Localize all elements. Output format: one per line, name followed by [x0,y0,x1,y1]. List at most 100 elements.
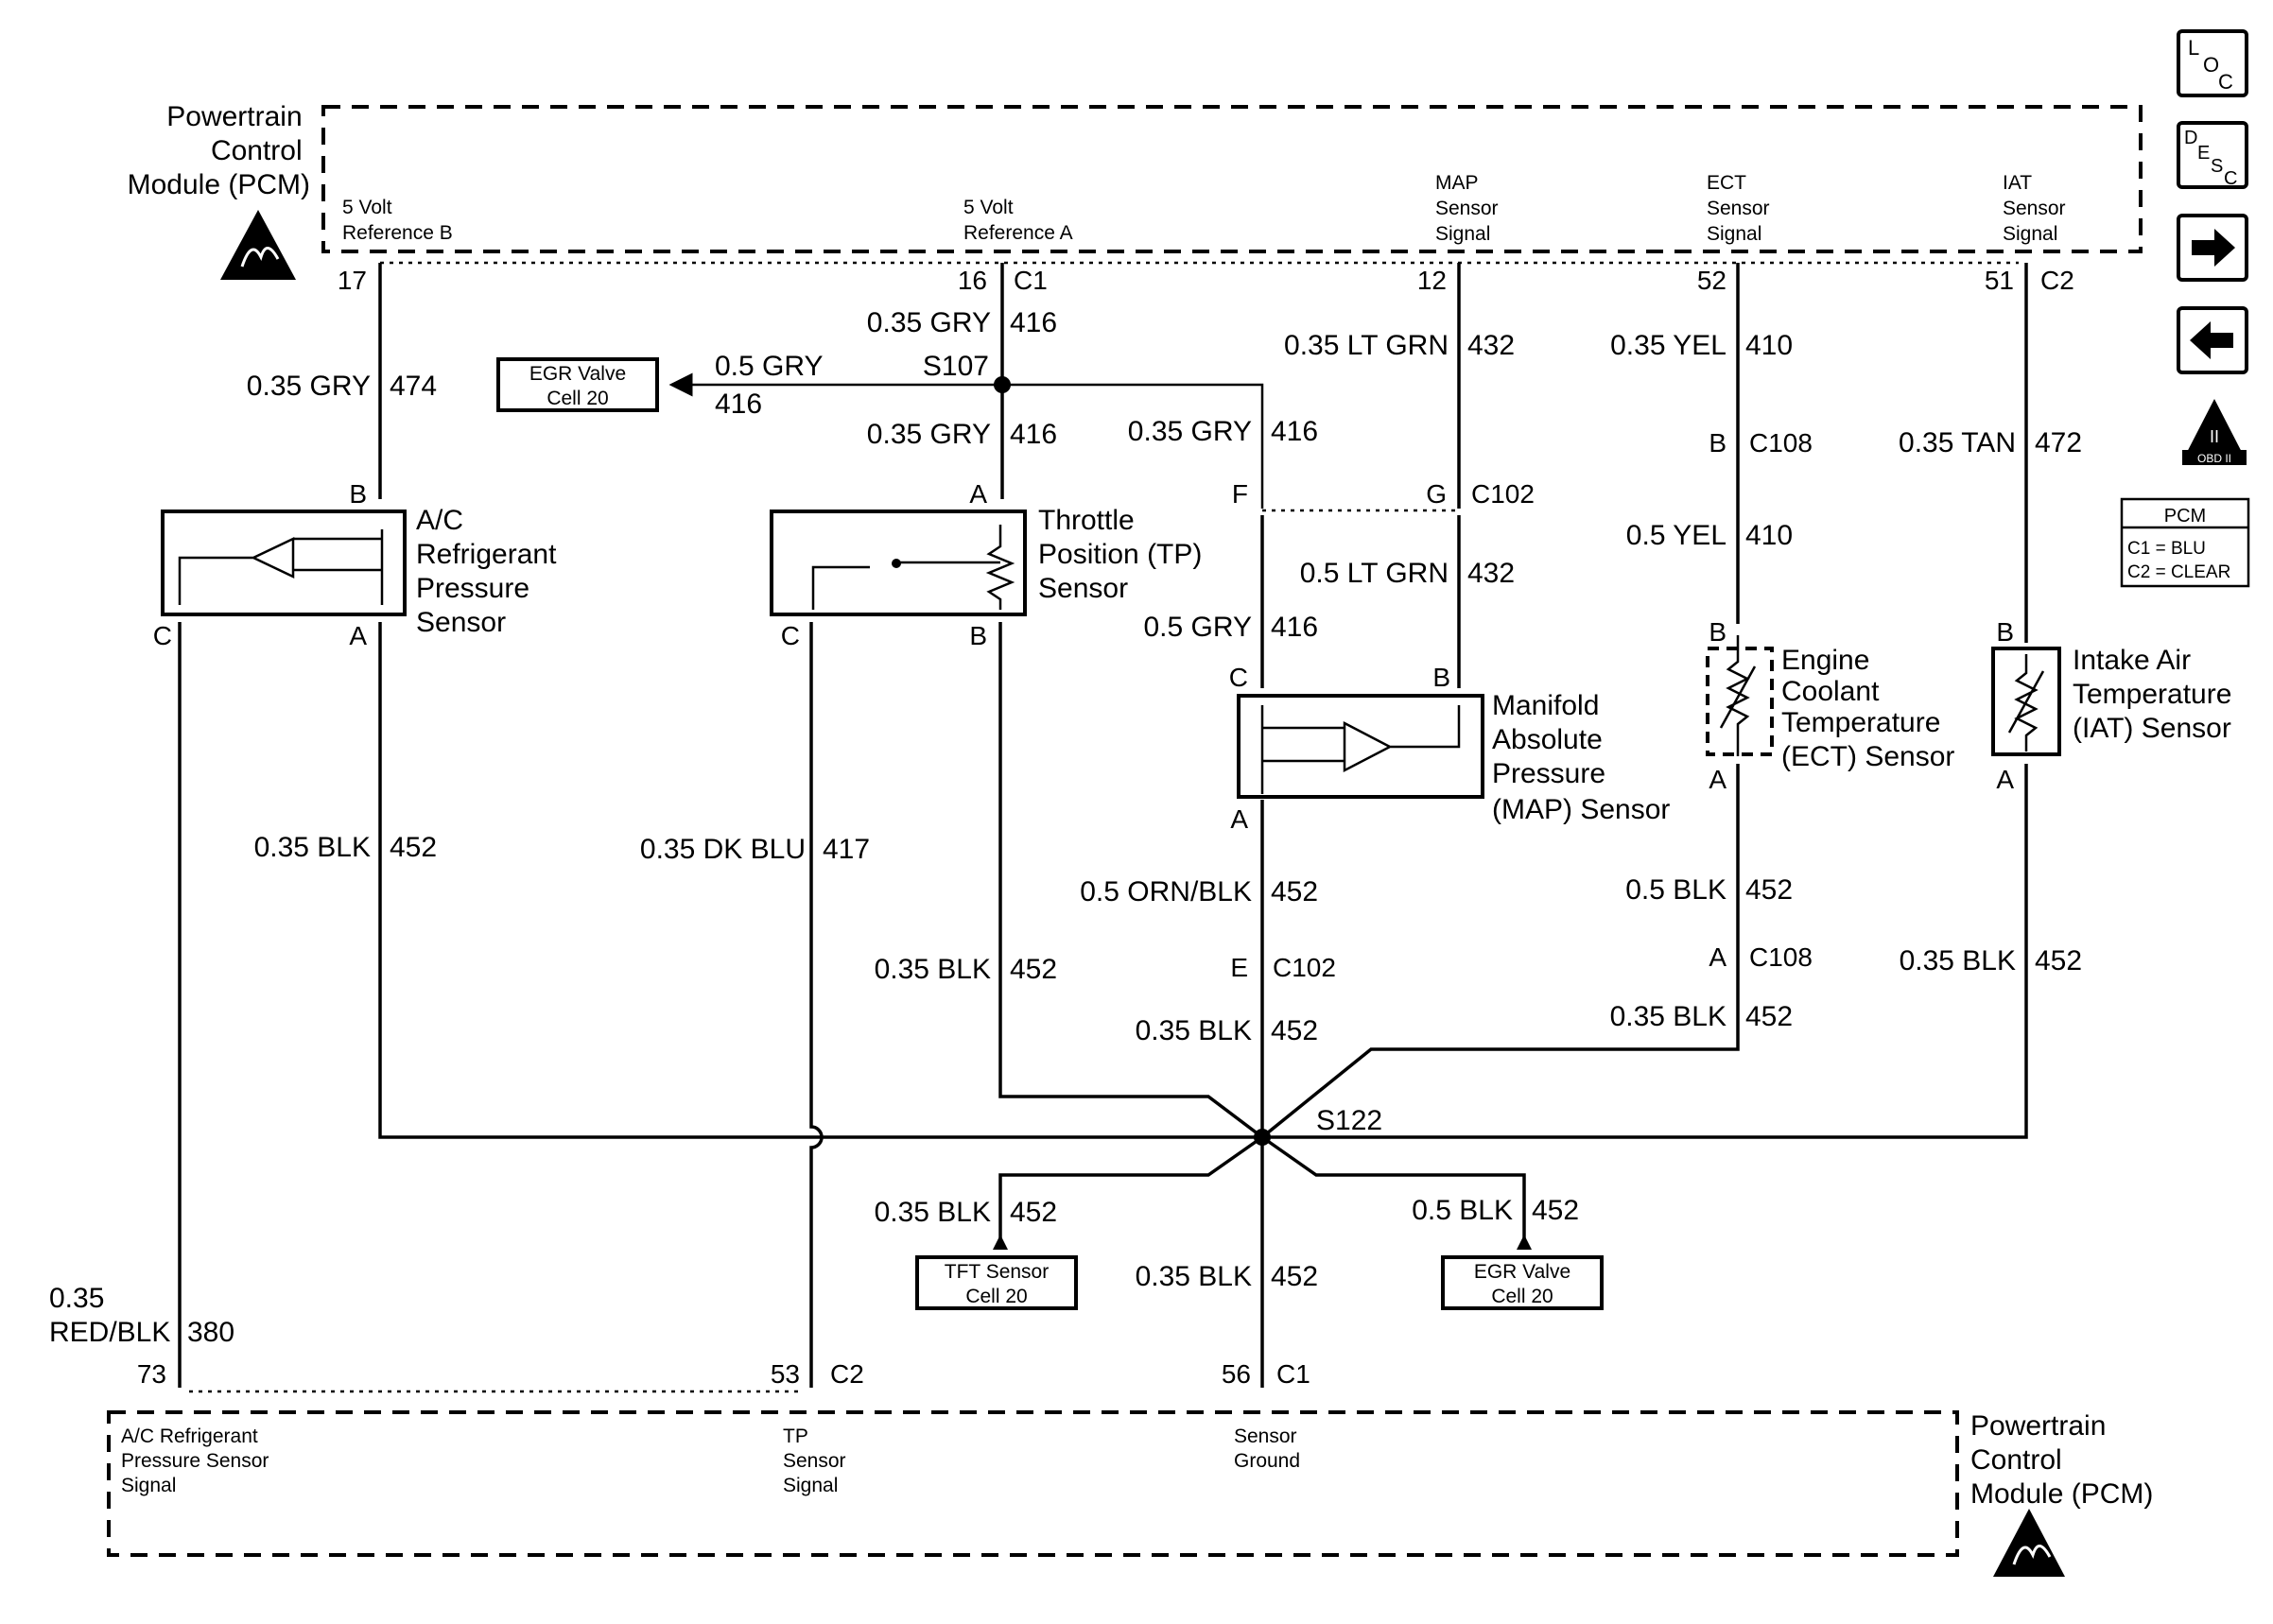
svg-text:D: D [2184,128,2197,148]
wire-label-circuit: 416 [1010,307,1057,338]
wire-label-circuit: 452 [1010,954,1057,985]
ac-pin-a: A [349,621,367,650]
description-icon[interactable]: D E S C [2177,121,2248,189]
svg-text:Cell 20: Cell 20 [965,1286,1027,1307]
wire-label-circuit: 474 [390,371,437,402]
pin-17: 17 [338,266,367,295]
svg-text:EGR Valve: EGR Valve [1474,1261,1570,1283]
iat-sensor-label: Intake Air Temperature (IAT) Sensor [2073,645,2240,744]
wire-label-circuit: 472 [2035,427,2082,458]
ac-pin-c: C [153,621,172,650]
esd-warning-icon [220,210,296,280]
svg-text:C2 = CLEAR: C2 = CLEAR [2127,562,2230,582]
map-pin-c: C [1229,663,1248,692]
side-icons: L O C D E S C II OBD II PCM [2120,29,2250,588]
pcm-connector-legend: PCM C1 = BLU C2 = CLEAR [2120,497,2250,588]
svg-text:C: C [2218,70,2233,94]
wire-label-circuit: 452 [1745,874,1793,906]
esd-warning-icon [1993,1509,2065,1577]
pcm-top-outline [321,105,2143,253]
wire-label-circuit: 416 [715,389,762,420]
svg-text:E: E [2197,143,2210,164]
ect-pin-b: B [1709,617,1726,647]
c108-pin-b: B [1709,428,1726,458]
wire-label-color: 0.35 TAN [1899,427,2016,458]
pin-51: 51 [1985,266,2014,295]
svg-text:TFT Sensor: TFT Sensor [945,1261,1049,1283]
ect-sensor-label: Engine Coolant Temperature (ECT) Sensor [1781,645,1954,772]
wire-label-circuit: 416 [1010,419,1057,450]
wire-label-color: 0.35 BLK [1900,945,2016,976]
wire-452-tp [998,622,1264,1139]
svg-text:L: L [2188,36,2199,60]
connector-c1-top: C1 [1014,266,1048,295]
svg-text:OBD II: OBD II [2197,452,2231,465]
iat-sensor-symbol [2007,654,2045,752]
wire-label-color: 0.35 GRY [867,307,991,338]
c108-label-bottom: C108 [1749,942,1813,972]
throttle-position-sensor: A C B Throttle Position (TP) Sensor [770,479,1202,650]
wire-label-color: 0.5 YEL [1626,520,1726,551]
connector-c2-top: C2 [2040,266,2074,295]
connector-c2-bottom: C2 [830,1359,864,1389]
obd-ii-icon: II OBD II [2182,399,2247,465]
arrow-tft [993,1235,1008,1250]
map-sensor-label: Manifold Absolute Pressure (MAP) Sensor [1492,690,1670,825]
wire-452-ac [378,622,1262,1139]
wire-label-circuit: 452 [1271,876,1318,907]
wire-label-circuit: 452 [1010,1197,1057,1228]
svg-text:EGR Valve: EGR Valve [529,363,626,385]
pcm-top-title: Powertrain Control Module (PCM) [128,101,310,200]
pin-56: 56 [1222,1359,1251,1389]
ect-sensor: B A Engine Coolant Temperature (ECT) Sen… [1706,617,1954,794]
tft-sensor-ref[interactable]: TFT Sensor Cell 20 [915,1255,1078,1310]
wire-label-color: 0.35 GRY [867,419,991,450]
wire-label-circuit: 452 [1271,1015,1318,1046]
next-page-arrow-icon[interactable] [2177,214,2248,282]
egr-valve-ref-top[interactable]: EGR Valve Cell 20 [496,357,659,412]
ect-pin-a: A [1709,765,1726,794]
svg-text:PCM: PCM [2164,506,2206,527]
c102-pin-e: E [1230,953,1248,982]
arrow-egr [1517,1235,1532,1250]
iat-pin-a: A [1996,765,2014,794]
pin-53: 53 [771,1359,800,1389]
egr-valve-ref-bottom[interactable]: EGR Valve Cell 20 [1441,1255,1604,1310]
wire-label-color: 0.5 LT GRN [1300,558,1449,589]
pcm-top-title-line: Control [211,135,303,166]
wire-label-circuit: 452 [390,832,437,863]
c102-label-bottom: C102 [1273,953,1336,982]
svg-text:Cell 20: Cell 20 [1491,1286,1553,1307]
svg-text:C: C [2224,168,2237,189]
wire-417 [809,622,824,1388]
location-icon[interactable]: L O C [2177,29,2248,97]
pin-16: 16 [958,266,987,295]
c108-pin-a: A [1709,942,1726,972]
wire-label-color: 0.35 GRY [247,371,371,402]
map-sensor-symbol [1260,705,1461,794]
wire-label-color: 0.35 GRY [1128,416,1252,447]
wire-label-color: 0.35 BLK [875,954,991,985]
ac-pin-b: B [349,479,367,509]
wire-label-circuit: 416 [1271,416,1318,447]
wire-label-circuit: 410 [1745,330,1793,361]
wire-label-circuit: 452 [2035,945,2082,976]
previous-page-arrow-icon[interactable] [2177,306,2248,374]
wire-label-circuit: 417 [823,834,870,865]
wire-label-color: 0.35 BLK [1136,1261,1252,1292]
pin-12: 12 [1417,266,1447,295]
svg-text:O: O [2203,53,2219,77]
wire-label-color: 0.5 GRY [715,351,824,382]
wire-label-circuit: 432 [1467,558,1515,589]
wire-416-map-top [1002,383,1264,509]
wire-label-color: 0.35 BLK [1610,1001,1726,1032]
wire-label-color: 0.35 DK BLU [640,834,806,865]
wire-label-circuit: 410 [1745,520,1793,551]
